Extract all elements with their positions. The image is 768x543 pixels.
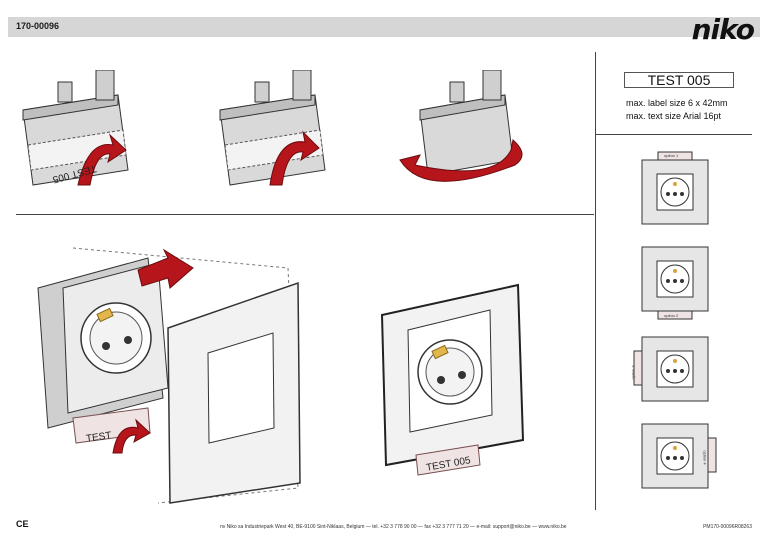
footer-address: nv Niko sa Industriepark West 40, BE-910… [220,524,567,530]
option-4-label: option 4 [702,450,708,465]
footer-ref: PM170-00096R08263 [703,524,752,530]
header: 170-00096 niko [0,0,768,46]
document-code: 170-00096 [16,21,60,31]
step-3-illustration [395,70,535,205]
option-2-label: option 2 [664,313,679,318]
max-label-size: max. label size 6 x 42mm [626,98,728,108]
divider-horizontal-right [596,134,752,135]
option-3-label: option 3 [630,365,636,380]
step-2-illustration [215,70,340,205]
assembly-illustration [18,228,318,508]
brand-logo: niko [691,13,755,46]
option-1-label: option 1 [664,153,679,158]
header-strip [8,17,760,37]
option-2-socket [640,245,712,323]
option-1-socket [640,150,712,228]
divider-horizontal-left [16,214,594,215]
divider-vertical [595,52,596,510]
step-1-illustration [18,70,143,205]
ce-mark: CE [16,519,29,529]
option-3-socket [632,335,712,407]
final-result-illustration [378,280,538,490]
max-text-size: max. text size Arial 16pt [626,111,722,121]
option-4-socket [640,422,720,494]
label-sample: TEST 005 [624,72,734,88]
